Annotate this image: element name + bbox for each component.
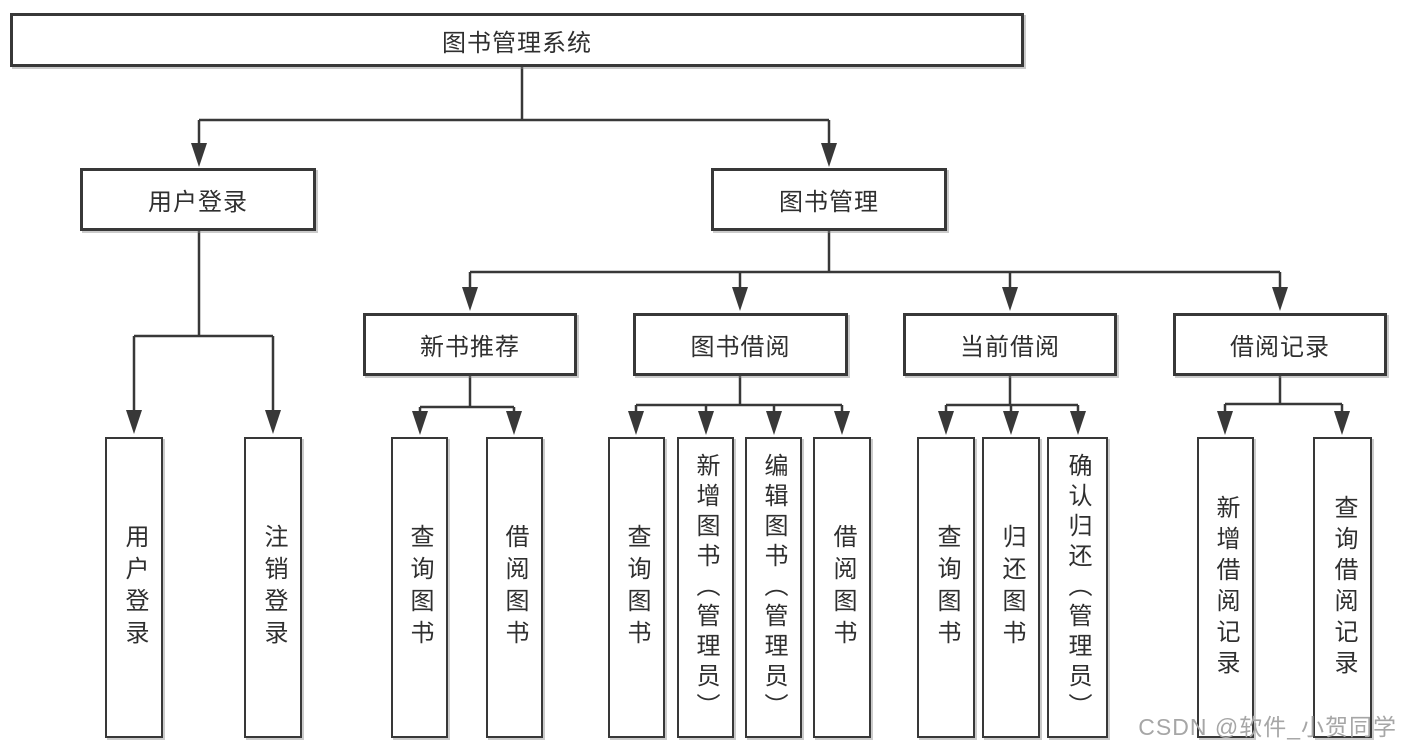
node-book-borrowing: 图书借阅 bbox=[633, 313, 848, 376]
leaf-recommend-query-books: 查询图书 bbox=[391, 437, 448, 738]
node-borrowing-records: 借阅记录 bbox=[1173, 313, 1387, 376]
leaf-user-login: 用户登录 bbox=[105, 437, 163, 738]
leaf-current-confirm-return-admin: 确认归还（管理员） bbox=[1047, 437, 1108, 738]
leaf-user-logout: 注销登录 bbox=[244, 437, 302, 738]
arrowheads bbox=[126, 143, 1350, 435]
node-root: 图书管理系统 bbox=[10, 13, 1024, 67]
leaf-borrowing-add-books-admin: 新增图书（管理员） bbox=[677, 437, 734, 738]
leaf-current-return-books: 归还图书 bbox=[982, 437, 1040, 738]
node-new-book-recommendation: 新书推荐 bbox=[363, 313, 577, 376]
leaf-borrowing-edit-books-admin: 编辑图书（管理员） bbox=[745, 437, 802, 738]
leaf-records-query-record: 查询借阅记录 bbox=[1313, 437, 1372, 738]
leaf-recommend-borrow-books: 借阅图书 bbox=[486, 437, 543, 738]
csdn-watermark: CSDN @软件_小贺同学 bbox=[1138, 714, 1397, 740]
node-user-login: 用户登录 bbox=[80, 168, 316, 231]
leaf-current-query-books: 查询图书 bbox=[917, 437, 975, 738]
node-current-borrowing: 当前借阅 bbox=[903, 313, 1117, 376]
leaf-borrowing-borrow-books: 借阅图书 bbox=[813, 437, 871, 738]
leaf-borrowing-query-books: 查询图书 bbox=[608, 437, 665, 738]
leaf-records-add-record: 新增借阅记录 bbox=[1197, 437, 1254, 738]
node-book-management: 图书管理 bbox=[711, 168, 947, 231]
